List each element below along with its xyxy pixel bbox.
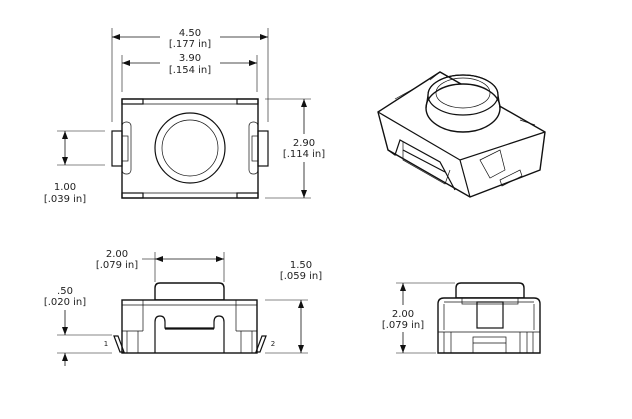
pin-2-label: 2 [271, 340, 275, 348]
dim-body-height-side-in: [.059 in] [280, 271, 322, 282]
pin-1-label: 1 [104, 340, 108, 348]
right-terminal [248, 121, 269, 175]
dim-body-height-in: [.114 in] [283, 149, 325, 160]
side-view: 1 2 2.00 [.079 in] 1.50 [.059 in] .50 [.… [44, 249, 322, 366]
isometric-view [377, 71, 546, 198]
end-view: 2.00 [.079 in] [382, 282, 541, 354]
dim-terminal-width-in: [.039 in] [44, 194, 86, 205]
dim-standoff-mm: .50 [57, 286, 73, 297]
dim-actuator-width-mm: 2.00 [106, 249, 128, 260]
dim-actuator-width-in: [.079 in] [96, 260, 138, 271]
dim-overall-width-in: [.177 in] [169, 39, 211, 50]
top-view: 4.50 [.177 in] 3.90 [.154 in] 2.90 [.114… [44, 28, 325, 205]
pin-1-lead [113, 335, 125, 353]
actuator [154, 282, 225, 301]
dim-body-width-mm: 3.90 [179, 53, 201, 64]
dim-body-height-side-mm: 1.50 [290, 260, 312, 271]
dim-terminal-width-mm: 1.00 [54, 182, 76, 193]
actuator-outer [154, 112, 226, 184]
dim-body-width-in: [.154 in] [169, 65, 211, 76]
actuator-inner [161, 119, 219, 177]
pin-2-lead [255, 335, 267, 353]
dim-total-height-in: [.079 in] [382, 320, 424, 331]
left-terminal [111, 121, 132, 175]
dim-body-height-mm: 2.90 [293, 138, 315, 149]
body-outline [121, 98, 259, 199]
dim-standoff-in: [.020 in] [44, 297, 86, 308]
dim-overall-width-mm: 4.50 [179, 28, 201, 39]
dim-total-height-mm: 2.00 [392, 309, 414, 320]
